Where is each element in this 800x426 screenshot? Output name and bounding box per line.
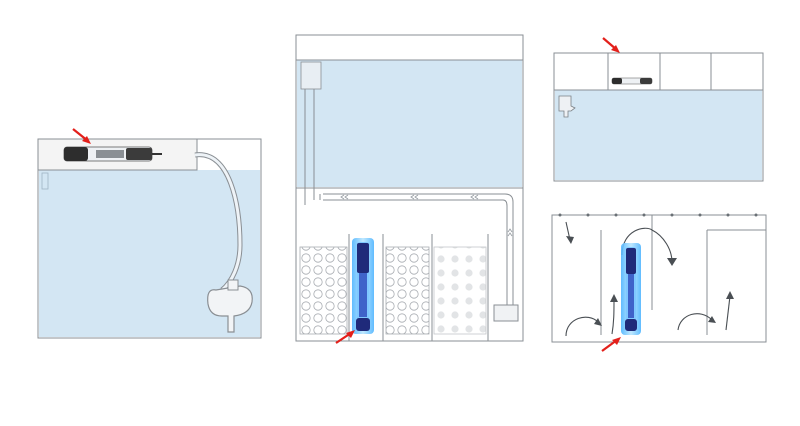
uv-sterilizer-lamp-icon xyxy=(63,146,162,162)
flow-direction-arrow-icon xyxy=(340,194,513,237)
filter-media-1 xyxy=(299,246,348,335)
red-arrow-icon xyxy=(601,337,621,352)
tank-outline xyxy=(551,214,767,343)
filter-media-2 xyxy=(385,246,430,335)
panel-compartment-top xyxy=(553,37,764,182)
flow-direction-arrow-icon xyxy=(565,221,731,337)
water-pump-icon xyxy=(207,279,253,333)
water-pump-icon xyxy=(558,95,576,118)
uv-sterilizer-lamp-icon xyxy=(611,77,653,85)
uv-sterilizer-lamp-icon xyxy=(352,238,374,334)
overflow-slot xyxy=(41,172,49,190)
water-area xyxy=(297,60,522,187)
panel-flow-baffles xyxy=(551,213,767,352)
filter-media-3 xyxy=(433,246,487,335)
overflow-box xyxy=(300,61,322,90)
red-arrow-icon xyxy=(335,330,355,344)
uv-sterilizer-lamp-icon xyxy=(621,243,641,335)
panel-sump-filter xyxy=(295,34,524,344)
water-pump-icon xyxy=(493,304,519,322)
red-arrow-icon xyxy=(72,128,91,144)
dotted-edge xyxy=(558,213,758,217)
panel-top-mount xyxy=(37,128,262,339)
red-arrow-icon xyxy=(602,37,620,53)
water-area xyxy=(555,90,762,180)
